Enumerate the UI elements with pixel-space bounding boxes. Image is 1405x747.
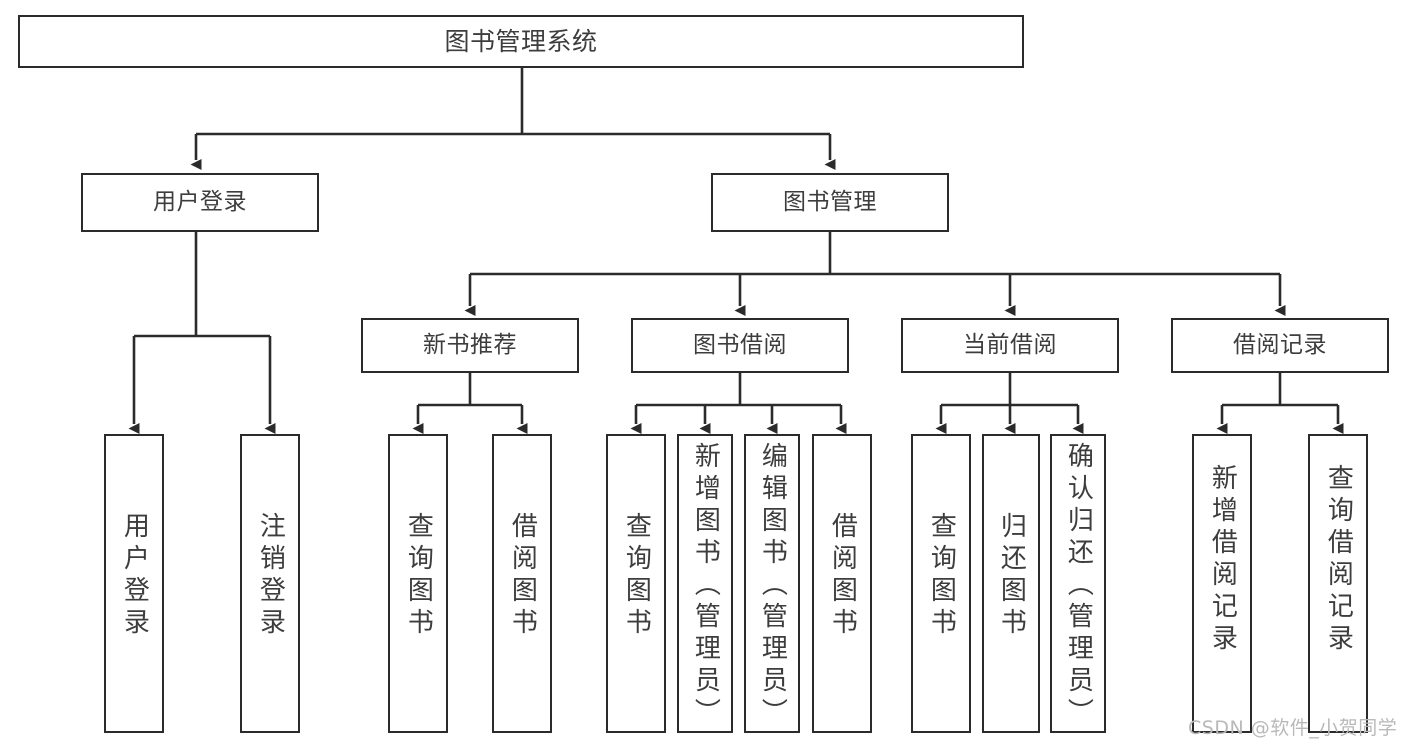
leaf-user-login-2-label: 注销登录: [255, 512, 286, 640]
leaf-book-borrow-3-label: 编辑图书（管理员）: [757, 442, 788, 730]
node-book-borrow-label: 图书借阅: [693, 332, 787, 358]
leaf-book-borrow-4[interactable]: 借阅图书: [812, 434, 872, 733]
leaf-borrow-record-1-label: 新增借阅记录: [1207, 464, 1238, 656]
leaf-user-login-1-label: 用户登录: [119, 512, 150, 640]
leaf-borrow-record-1[interactable]: 新增借阅记录: [1192, 434, 1252, 733]
leaf-new-book-1[interactable]: 查询图书: [388, 434, 448, 733]
leaf-book-borrow-2-label: 新增图书（管理员）: [690, 442, 721, 730]
leaf-current-borrow-2-label: 归还图书: [996, 512, 1027, 640]
node-root-label: 图书管理系统: [444, 27, 598, 56]
node-current-borrow[interactable]: 当前借阅: [901, 318, 1119, 373]
node-borrow-record-label: 借阅记录: [1233, 332, 1327, 358]
watermark: CSDN @软件_小贺同学: [1188, 717, 1398, 739]
leaf-book-borrow-1-label: 查询图书: [621, 512, 652, 640]
leaf-current-borrow-3-label: 确认归还（管理员）: [1063, 442, 1094, 730]
node-new-book-recommend-label: 新书推荐: [423, 332, 517, 358]
node-book-manage-label: 图书管理: [783, 189, 877, 215]
node-new-book-recommend[interactable]: 新书推荐: [361, 318, 579, 373]
leaf-book-borrow-1[interactable]: 查询图书: [606, 434, 666, 733]
leaf-borrow-record-2-label: 查询借阅记录: [1323, 464, 1354, 656]
leaf-new-book-2[interactable]: 借阅图书: [492, 434, 552, 733]
node-current-borrow-label: 当前借阅: [963, 332, 1057, 358]
leaf-current-borrow-1-label: 查询图书: [926, 512, 957, 640]
leaf-current-borrow-1[interactable]: 查询图书: [911, 434, 971, 733]
leaf-new-book-2-label: 借阅图书: [507, 512, 538, 640]
node-user-login-label: 用户登录: [153, 189, 247, 215]
leaf-borrow-record-2[interactable]: 查询借阅记录: [1308, 434, 1368, 733]
node-borrow-record[interactable]: 借阅记录: [1171, 318, 1389, 373]
leaf-user-login-1[interactable]: 用户登录: [104, 434, 164, 733]
leaf-current-borrow-3[interactable]: 确认归还（管理员）: [1050, 434, 1106, 733]
leaf-user-login-2[interactable]: 注销登录: [240, 434, 300, 733]
node-user-login[interactable]: 用户登录: [81, 173, 319, 232]
leaf-current-borrow-2[interactable]: 归还图书: [982, 434, 1040, 733]
node-root[interactable]: 图书管理系统: [18, 15, 1024, 68]
node-book-manage[interactable]: 图书管理: [711, 173, 949, 232]
node-book-borrow[interactable]: 图书借阅: [631, 318, 849, 373]
leaf-book-borrow-3[interactable]: 编辑图书（管理员）: [744, 434, 800, 733]
leaf-new-book-1-label: 查询图书: [403, 512, 434, 640]
leaf-book-borrow-2[interactable]: 新增图书（管理员）: [677, 434, 733, 733]
leaf-book-borrow-4-label: 借阅图书: [827, 512, 858, 640]
